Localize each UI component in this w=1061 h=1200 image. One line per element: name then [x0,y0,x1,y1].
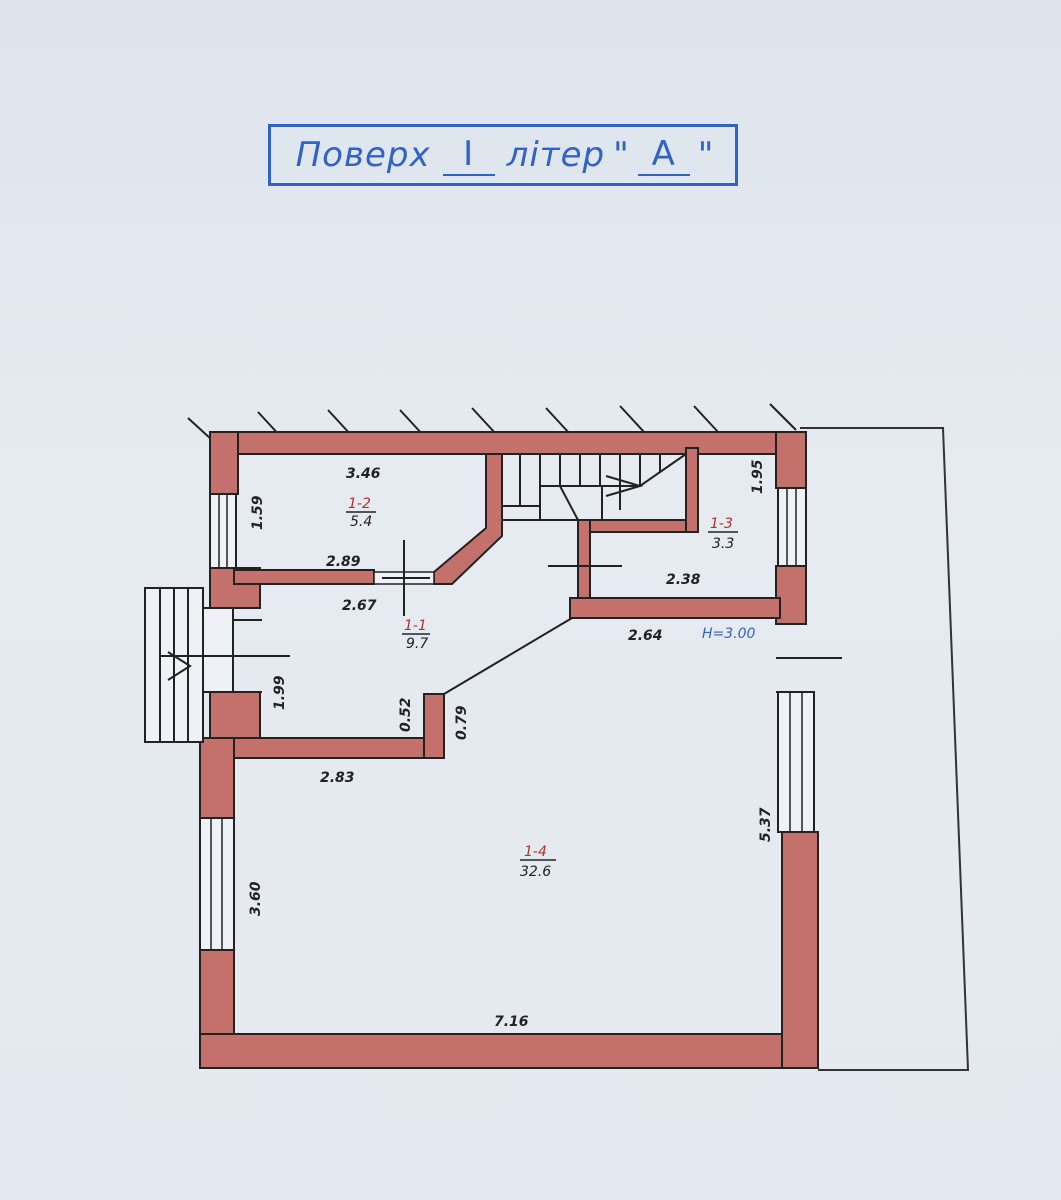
dim-1-99: 1.99 [272,675,288,710]
room-1-1-id: 1-1 [404,618,427,634]
windows [199,487,815,951]
room-1-4-id: 1-4 [524,844,547,860]
diagonal-partition [443,617,573,695]
letter-open-quote: " [613,135,630,175]
room-1-3-id: 1-3 [710,516,733,532]
door-markers [382,534,842,693]
adjacent-outline [800,427,970,1071]
dim-2-38: 2.38 [666,572,701,588]
floor-word: Поверх [295,135,431,175]
dim-0-79: 0.79 [454,705,470,740]
letter-word: літер [506,135,606,175]
dim-3-60: 3.60 [248,881,264,916]
dim-2-64: 2.64 [628,628,663,644]
staircase [501,453,687,521]
room-1-4-area: 32.6 [520,864,551,880]
dim-7-16: 7.16 [494,1014,529,1030]
letter-value: A [637,134,690,176]
ceiling-height: H=3.00 [702,626,756,642]
dim-0-52: 0.52 [398,697,414,732]
dim-5-37: 5.37 [758,807,774,842]
walls [199,431,819,1069]
dim-2-89: 2.89 [326,554,361,570]
dim-3-46: 3.46 [346,466,381,482]
floor-title-box: Поверх I літер " A " [268,124,738,186]
dim-2-83: 2.83 [320,770,355,786]
diagonal-wall [433,453,503,585]
floor-value: I [442,134,495,176]
room-1-2-id: 1-2 [348,496,371,512]
dim-1-59: 1.59 [250,495,266,530]
entrance-steps [144,587,290,743]
dim-1-95: 1.95 [750,459,766,494]
dim-2-67: 2.67 [342,598,377,614]
room-1-3-area: 3.3 [712,536,734,552]
room-1-1-area: 9.7 [406,636,428,652]
letter-close-quote: " [697,135,715,175]
room-1-2-area: 5.4 [350,514,372,530]
